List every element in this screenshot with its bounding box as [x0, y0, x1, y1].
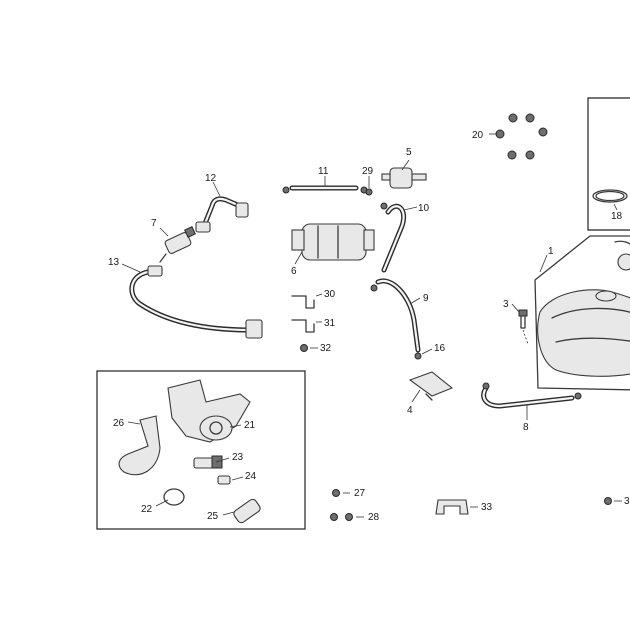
- fitting-23: [193, 455, 223, 469]
- callout-20: 20: [472, 130, 484, 141]
- hose-8: [481, 382, 582, 409]
- callout-28: 28: [368, 512, 380, 523]
- callout-33: 33: [481, 502, 493, 513]
- callout-21: 21: [244, 420, 256, 431]
- callout-31: 31: [324, 318, 336, 329]
- callout-8: 8: [523, 422, 529, 433]
- callout-12: 12: [205, 173, 217, 184]
- callout-18: 18: [611, 211, 623, 222]
- callout-9: 9: [423, 293, 429, 304]
- bolt-28b: [345, 513, 353, 521]
- callout-5: 5: [406, 147, 412, 158]
- fuel-filter-4: [408, 371, 454, 401]
- callout-7: 7: [151, 218, 157, 229]
- callout-11: 11: [318, 166, 329, 177]
- clamp-16: [414, 352, 422, 360]
- bracket-33: [435, 499, 469, 515]
- clamp-29: [365, 188, 373, 196]
- bracket-31: [291, 319, 315, 333]
- valve-5: [381, 167, 427, 189]
- pump-bracket-26: [118, 415, 161, 476]
- callout-13: 13: [108, 257, 120, 268]
- callout-22: 22: [141, 504, 153, 515]
- callout-1: 1: [548, 246, 554, 257]
- bolt-27: [332, 489, 340, 497]
- callout-24: 24: [245, 471, 257, 482]
- callout-25: 25: [207, 511, 219, 522]
- callout-3-right: 3: [624, 496, 630, 507]
- fuel-tank: [534, 235, 630, 391]
- connector-25: [233, 498, 261, 524]
- callout-3: 3: [503, 299, 509, 310]
- bolt-3-right: [604, 497, 612, 505]
- tank-cap-inset-frame: [587, 97, 630, 231]
- pipe-13: [129, 265, 263, 339]
- callout-16: 16: [434, 343, 446, 354]
- pipe-12: [195, 196, 249, 233]
- callout-27: 27: [354, 488, 366, 499]
- callout-32: 32: [320, 343, 332, 354]
- callout-26: 26: [113, 418, 125, 429]
- injector-7: [159, 226, 196, 263]
- bolt-28a: [330, 513, 338, 521]
- hose-9: [370, 278, 421, 353]
- callout-labels: 1 3 4 5 6 7 8 9 10 11 12 13 16 18 20 21 …: [108, 130, 630, 523]
- pump-assembly-inset-frame: [96, 370, 306, 530]
- callout-30: 30: [324, 289, 336, 300]
- bolt-3: [518, 309, 528, 329]
- bolt-32: [300, 344, 308, 352]
- canister-6: [291, 223, 375, 261]
- leader-lines: [121, 133, 622, 518]
- callout-6: 6: [291, 266, 297, 277]
- bolt-set-20: [495, 113, 548, 160]
- cap-gasket: [592, 189, 628, 203]
- fuel-pump-21: [167, 379, 251, 443]
- tube-11: [282, 185, 368, 194]
- callout-10: 10: [418, 203, 430, 214]
- bracket-30: [291, 295, 315, 309]
- callout-23: 23: [232, 452, 244, 463]
- callout-4: 4: [407, 405, 413, 416]
- callout-29: 29: [362, 166, 374, 177]
- clip-24: [217, 475, 231, 485]
- hose-10: [380, 202, 406, 273]
- oring-22: [163, 488, 185, 506]
